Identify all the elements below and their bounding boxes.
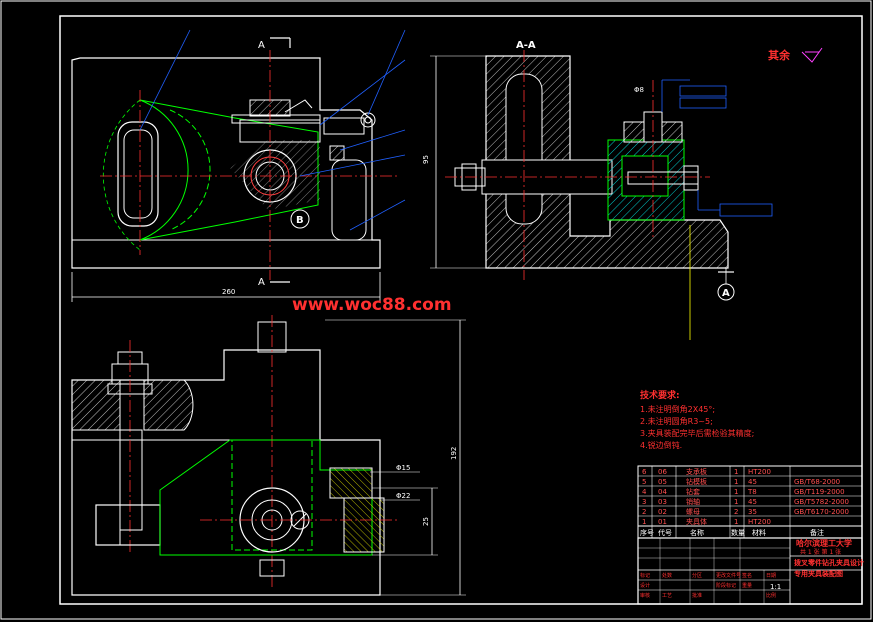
parts-cell: 钻模板 <box>686 477 707 486</box>
parts-list: 6 06 支承板 1 HT200 5 05 钻模板 1 45 GB/T68-20… <box>637 465 863 539</box>
parts-cell: 03 <box>658 498 667 506</box>
surface-finish-note: 其余 <box>768 48 791 62</box>
parts-cell: GB/T6170-2000 <box>794 508 849 516</box>
top-view <box>71 315 466 596</box>
parts-cell: GB/T119-2000 <box>794 488 845 496</box>
sheet-inner-border <box>59 15 863 605</box>
datum-marker-a: A <box>722 288 730 299</box>
dim-dia-1: Φ8 <box>634 86 644 94</box>
parts-cell: 6 <box>642 468 647 476</box>
title-label: 批准 <box>692 592 702 599</box>
title-label: 比例 <box>766 592 776 599</box>
dim-height-aa: 95 <box>422 155 430 164</box>
surface-finish-icon <box>801 47 823 63</box>
title-label: 重量 <box>742 582 752 589</box>
section-view-aa <box>430 50 773 340</box>
title-label: 审核 <box>640 592 650 599</box>
tech-req-item: 4.锐边倒钝. <box>640 440 682 450</box>
parts-cell: 1 <box>734 468 738 476</box>
parts-cell: 夹具体 <box>686 517 707 526</box>
detail-marker-b: B <box>296 215 304 226</box>
parts-cell: 02 <box>658 508 667 516</box>
parts-cell: GB/T5782-2000 <box>794 498 849 506</box>
parts-cell: 1 <box>642 518 646 526</box>
parts-header: 名称 <box>690 528 704 537</box>
parts-cell: 04 <box>658 488 667 496</box>
dim-dia-2: Φ15 <box>396 464 410 472</box>
parts-cell: 3 <box>642 498 646 506</box>
watermark: www.woc88.com <box>292 295 452 315</box>
parts-cell: 支承板 <box>686 467 707 476</box>
parts-cell: 1 <box>734 518 738 526</box>
parts-cell: 钻套 <box>686 487 700 496</box>
title-label: 处数 <box>662 572 672 579</box>
parts-cell: GB/T68-2000 <box>794 478 840 486</box>
section-view-title: A-A <box>516 40 536 51</box>
parts-cell: 5 <box>642 478 646 486</box>
parts-header: 数量 <box>731 528 745 537</box>
parts-header: 代号 <box>658 528 672 537</box>
title-label: 签名 <box>742 572 752 579</box>
dim-height-bottom: 192 <box>450 447 458 460</box>
dim-dia-3: Φ22 <box>396 492 410 500</box>
parts-cell: 4 <box>642 488 647 496</box>
tech-req-item: 3.夹具装配完毕后需检验其精度; <box>640 428 754 438</box>
title-label: 更改文件号 <box>716 572 741 579</box>
tech-req-title: 技术要求: <box>640 389 680 401</box>
parts-cell: 2 <box>734 508 738 516</box>
title-label: 阶段标记 <box>716 582 736 589</box>
title-school: 哈尔滨理工大学 <box>796 538 852 548</box>
parts-cell: 螺母 <box>686 507 700 516</box>
parts-header: 材料 <box>752 528 766 537</box>
title-label: 标记 <box>640 572 650 579</box>
title-label: 日期 <box>766 573 776 579</box>
parts-cell: 35 <box>748 508 757 516</box>
title-label: 设计 <box>640 582 650 589</box>
parts-cell: 06 <box>658 468 667 476</box>
tech-req-item: 2.未注明圆角R3~5; <box>640 416 713 426</box>
title-sheet-info: 共 1 张 第 1 张 <box>800 548 841 556</box>
parts-header: 序号 <box>640 528 654 537</box>
title-label: 分区 <box>692 572 702 579</box>
parts-header: 备注 <box>810 528 824 537</box>
parts-cell: 01 <box>658 518 667 526</box>
parts-cell: 2 <box>642 508 646 516</box>
dim-width-top: 260 <box>222 288 235 296</box>
body-outline <box>71 57 381 269</box>
tech-req-item: 1.未注明倒角2X45°; <box>640 404 715 414</box>
parts-cell: 45 <box>748 498 757 506</box>
title-scale: 1:1 <box>770 583 781 591</box>
parts-cell: 1 <box>734 478 738 486</box>
section-label-top: A <box>258 40 265 51</box>
parts-cell: HT200 <box>748 468 771 476</box>
front-view <box>71 29 406 302</box>
dim-right: 25 <box>422 517 430 526</box>
parts-cell: HT200 <box>748 518 771 526</box>
parts-cell: 1 <box>734 488 738 496</box>
title-label: 工艺 <box>662 593 672 599</box>
section-label-bottom: A <box>258 277 265 288</box>
parts-cell: T8 <box>747 488 757 496</box>
parts-cell: 销轴 <box>686 497 700 506</box>
title-drawing-subtitle: 专用夹具装配图 <box>794 569 843 578</box>
title-block: 哈尔滨理工大学 共 1 张 第 1 张 拨叉零件钻孔夹具设计 专用夹具装配图 1… <box>637 537 864 605</box>
parts-cell: 1 <box>734 498 738 506</box>
tech-requirements: 技术要求: 1.未注明倒角2X45°; 2.未注明圆角R3~5; 3.夹具装配完… <box>640 389 754 450</box>
parts-cell: 45 <box>748 478 757 486</box>
title-drawing-title: 拨叉零件钻孔夹具设计 <box>794 558 864 567</box>
parts-cell: 05 <box>658 478 667 486</box>
